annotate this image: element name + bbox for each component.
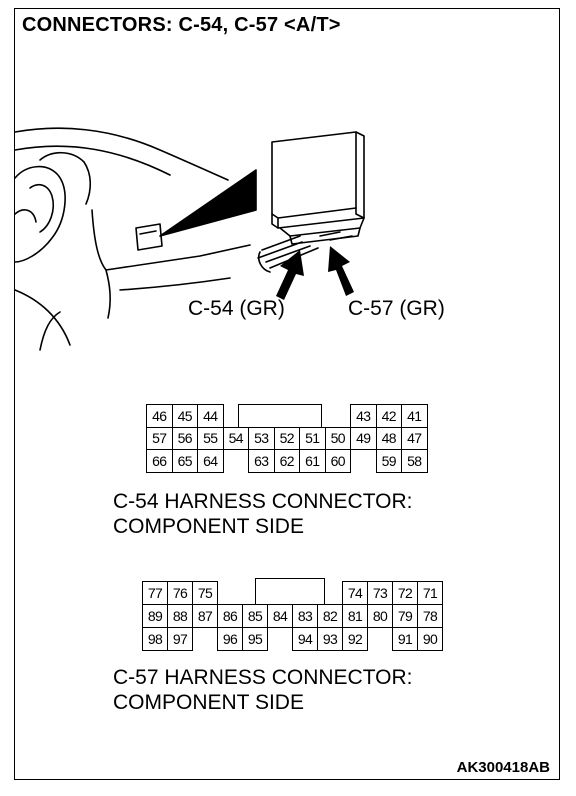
c54-pin-49: 49 xyxy=(350,426,377,450)
c54-pin-42: 42 xyxy=(375,404,402,428)
c57-pin-91: 91 xyxy=(392,627,418,651)
c57-pin-87: 87 xyxy=(192,604,218,628)
c54-pin-58: 58 xyxy=(401,449,428,473)
page-title: CONNECTORS: C-54, C-57 <A/T> xyxy=(22,14,341,36)
c57-pin-79: 79 xyxy=(392,604,418,628)
c54-caption-line2: COMPONENT SIDE xyxy=(113,515,304,538)
pointer-wedge xyxy=(159,169,257,237)
c57-pin-92: 92 xyxy=(342,627,368,651)
c57-pin-84: 84 xyxy=(267,604,293,628)
c54-pin-53: 53 xyxy=(248,426,275,450)
c57-caption-line1: C-57 HARNESS CONNECTOR: xyxy=(113,666,413,689)
c57-pin-97: 97 xyxy=(167,627,193,651)
c54-pin-56: 56 xyxy=(171,426,198,450)
dashboard-top-line xyxy=(14,127,229,181)
c54-pin-60: 60 xyxy=(324,449,351,473)
c54-pin-48: 48 xyxy=(375,426,402,450)
c57-pin-83: 83 xyxy=(292,604,318,628)
c57-pin-75: 75 xyxy=(192,581,218,605)
c57-pin-95: 95 xyxy=(242,627,268,651)
c57-pin-89: 89 xyxy=(142,604,168,628)
c57-pin-98: 98 xyxy=(142,627,168,651)
c57-latch-outline xyxy=(254,578,325,604)
c54-pin-46: 46 xyxy=(146,404,173,428)
c57-pin-82: 82 xyxy=(317,604,343,628)
c57-caption-line2: COMPONENT SIDE xyxy=(113,691,304,714)
c57-pin-76: 76 xyxy=(167,581,193,605)
c54-latch-outline xyxy=(237,404,322,427)
c54-pin-59: 59 xyxy=(375,449,402,473)
c57-pin-90: 90 xyxy=(417,627,443,651)
c54-pin-41: 41 xyxy=(401,404,428,428)
c57-pin-71: 71 xyxy=(417,581,443,605)
dash-connector xyxy=(135,223,163,251)
c57-pin-93: 93 xyxy=(317,627,343,651)
c57-pin-96: 96 xyxy=(217,627,243,651)
c57-pin-85: 85 xyxy=(242,604,268,628)
c57-pin-81: 81 xyxy=(342,604,368,628)
c54-pin-47: 47 xyxy=(401,426,428,450)
c54-pin-52: 52 xyxy=(273,426,300,450)
c54-pin-51: 51 xyxy=(299,426,326,450)
c54-pin-44: 44 xyxy=(197,404,224,428)
c54-pin-45: 45 xyxy=(171,404,198,428)
c57-pin-88: 88 xyxy=(167,604,193,628)
diagram-frame xyxy=(14,8,560,780)
c54-pin-55: 55 xyxy=(197,426,224,450)
c57-pin-80: 80 xyxy=(367,604,393,628)
c54-pin-64: 64 xyxy=(197,449,224,473)
reference-code: AK300418AB xyxy=(456,759,550,776)
callout-c57: C-57 (GR) xyxy=(348,297,445,320)
c57-pin-94: 94 xyxy=(292,627,318,651)
c54-pin-62: 62 xyxy=(273,449,300,473)
c54-pin-66: 66 xyxy=(146,449,173,473)
c57-pin-86: 86 xyxy=(217,604,243,628)
c54-pin-43: 43 xyxy=(350,404,377,428)
c54-pin-50: 50 xyxy=(324,426,351,450)
c54-pin-54: 54 xyxy=(222,426,249,450)
c54-pin-65: 65 xyxy=(171,449,198,473)
c57-pin-78: 78 xyxy=(417,604,443,628)
c57-pin-74: 74 xyxy=(342,581,368,605)
c54-pin-63: 63 xyxy=(248,449,275,473)
c57-pin-77: 77 xyxy=(142,581,168,605)
arrow-c57 xyxy=(328,246,354,296)
c54-caption-line1: C-54 HARNESS CONNECTOR: xyxy=(113,490,413,513)
c54-pin-57: 57 xyxy=(146,426,173,450)
c57-pin-73: 73 xyxy=(367,581,393,605)
c54-pin-61: 61 xyxy=(299,449,326,473)
callout-c54: C-54 (GR) xyxy=(188,297,285,320)
arrow-c54 xyxy=(276,250,304,300)
c57-pin-72: 72 xyxy=(392,581,418,605)
